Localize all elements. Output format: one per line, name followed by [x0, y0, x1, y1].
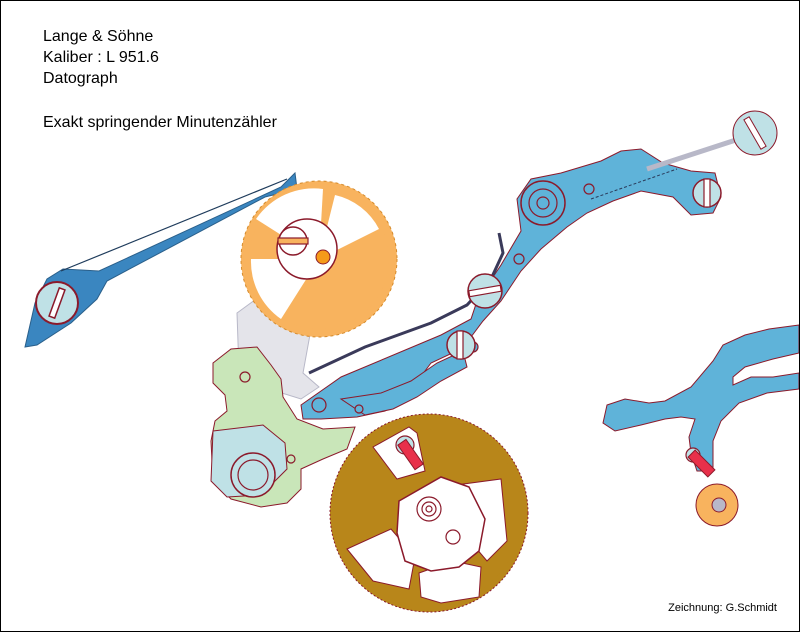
right-jumper-lever	[602, 324, 799, 478]
small-orange-cam	[695, 483, 739, 527]
mechanism-caption: Exakt springender Minutenzähler	[43, 114, 277, 131]
minute-counter-wheel	[329, 413, 529, 613]
orange-ratchet-wheel	[240, 180, 398, 338]
main-blue-lever	[300, 110, 778, 420]
green-hammer	[210, 346, 356, 508]
fine-steel-spring	[24, 171, 298, 348]
model-title: Datograph	[43, 70, 118, 87]
drawing-credit: Zeichnung: G.Schmidt	[668, 602, 777, 614]
caliber-title: Kaliber : L 951.6	[43, 49, 159, 66]
brand-title: Lange & Söhne	[43, 28, 154, 45]
